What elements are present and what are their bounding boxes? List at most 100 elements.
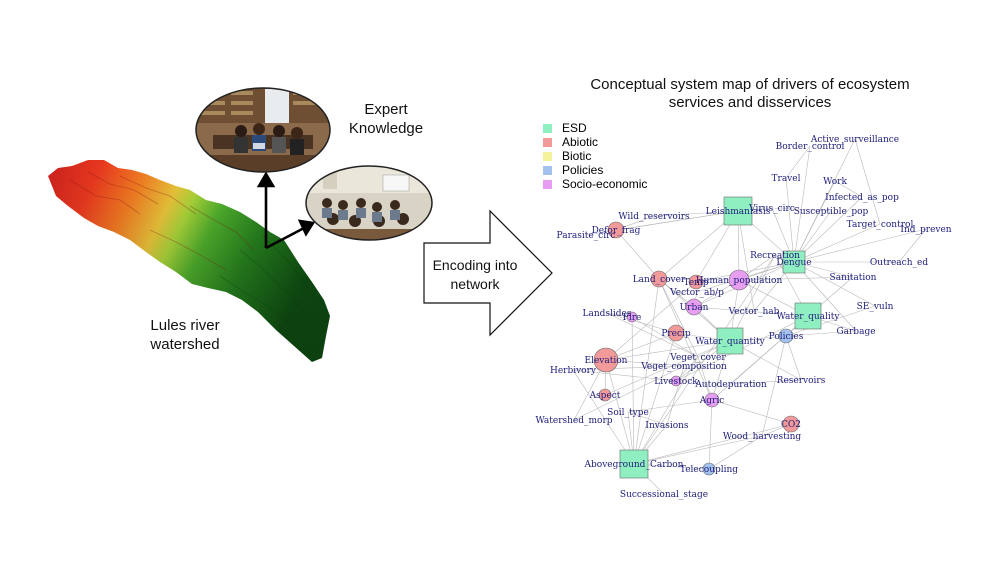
watershed-terrain-map	[48, 160, 330, 362]
node-livestock	[670, 375, 682, 387]
network-edge	[834, 180, 863, 198]
node-water-quality-top	[794, 302, 822, 330]
node-label-vector-ab: Vector_ab/p	[669, 288, 724, 298]
encoding-label: Encoding into network	[432, 257, 518, 292]
node-label-recreation: Recreation	[750, 251, 800, 261]
node-precip	[667, 324, 685, 342]
node-label-veget-cover: Veget_cover	[669, 353, 726, 363]
node-label-livestock: Livestock	[654, 377, 698, 387]
node-label-wood-harvesting: Wood_harvesting	[723, 432, 802, 442]
node-label-agric: Agric	[699, 396, 724, 406]
network-edge	[633, 435, 763, 465]
node-label-wild-reservoirs: Wild_reservoirs	[618, 212, 690, 222]
node-elevation	[593, 347, 619, 373]
node-label-land-cover: Land_cover	[633, 275, 686, 285]
node-label-se-vuln: SE_vuln	[857, 302, 894, 312]
network-edge	[785, 145, 811, 179]
network-edge	[572, 369, 677, 382]
expert-knowledge-label: Expert Knowledge	[348, 101, 424, 137]
node-label-telecoupling: Telecoupling	[680, 465, 738, 475]
node-label-precip: Precip	[661, 329, 691, 339]
network-edge	[785, 305, 876, 337]
node-label-virus-circ: Virus_circ	[748, 204, 795, 214]
network-edge	[606, 312, 677, 334]
node-label-parasite-circ: Parasite_circ	[557, 231, 616, 241]
node-human-population	[728, 269, 750, 291]
node-label-herbivory: Herbivory	[550, 366, 597, 376]
expert-meeting-photo-1	[195, 87, 331, 173]
network-edge	[793, 196, 863, 263]
arrow-right-head	[297, 219, 316, 237]
legend-label: Abiotic	[562, 135, 599, 149]
node-label-soil-type: Soil_type	[607, 408, 649, 418]
network-edge	[606, 312, 699, 358]
network-edge	[793, 223, 881, 263]
terrain-ridges	[69, 171, 255, 271]
network-edge	[675, 356, 699, 382]
network-edge	[631, 316, 635, 465]
network-edge	[898, 228, 927, 263]
arrow-right-line	[265, 225, 307, 250]
network-edge	[633, 356, 699, 465]
node-dengue	[782, 250, 806, 274]
node-label-garbage: Garbage	[836, 327, 875, 337]
node-label-successional-stage: Successional_stage	[620, 490, 708, 500]
encoding-arrow	[423, 209, 553, 337]
node-label-aspect: Aspect	[589, 391, 621, 401]
knowledge-arrows	[256, 171, 316, 250]
legend-label: Policies	[562, 163, 604, 177]
node-aspect	[598, 388, 612, 402]
legend-swatch-policies	[543, 165, 552, 175]
node-label-reservoirs: Reservoirs	[777, 376, 826, 386]
network-edge	[708, 435, 763, 470]
node-aboveground-carbon	[619, 449, 649, 479]
node-co2	[782, 415, 800, 433]
network-edge	[658, 278, 699, 358]
node-agric	[704, 392, 720, 408]
node-label-landslides: Landslides	[583, 309, 632, 319]
node-label-sanitation: Sanitation	[830, 273, 877, 283]
network-edge	[697, 356, 713, 401]
node-label-ind-preven: Ind_preven	[900, 225, 951, 235]
network-edge	[793, 180, 836, 263]
node-label-vector-hab: Vector_hab	[728, 307, 780, 317]
network-edge	[711, 315, 809, 401]
network-edge	[633, 278, 660, 465]
legend-swatch-socio-economic	[543, 179, 552, 189]
network-edge	[605, 332, 677, 361]
network-edge	[793, 261, 857, 332]
node-label-aboveground-carbon: Aboveground_Carbon	[584, 460, 684, 470]
node-fire	[626, 311, 638, 323]
legend-label: Biotic	[562, 149, 592, 163]
watershed-label: Lules river watershed	[150, 317, 220, 353]
expert-meeting-photo-2	[305, 165, 433, 241]
node-label-susceptible-pop: Susceptible_pop	[794, 207, 869, 217]
node-label-urban: Urban	[680, 303, 709, 313]
node-telecoupling	[702, 462, 716, 476]
node-urban	[685, 298, 703, 316]
node-label-border-control: Border_control	[776, 142, 845, 152]
legend-item-esd: ESD	[543, 121, 587, 135]
network-edge	[572, 369, 635, 465]
node-defor-frag	[607, 221, 625, 239]
node-policies	[778, 328, 794, 344]
network-edge	[633, 332, 677, 465]
network-edge	[854, 138, 881, 225]
legend-label: Socio-economic	[562, 177, 648, 191]
node-label-elevation: Elevation	[585, 356, 628, 366]
network-edge	[761, 335, 787, 437]
node-label-water-quantity: Water_quantity	[695, 337, 765, 347]
network-edge	[605, 281, 697, 361]
network-edge	[666, 365, 685, 426]
legend-item-policies: Policies	[543, 163, 603, 177]
node-label-infected-as-pop: Infected_as_pop	[825, 193, 899, 203]
network-edge	[605, 359, 685, 367]
node-label-leishmaniasis: Leishmaniasis	[706, 207, 771, 217]
network-edge	[785, 177, 795, 263]
network-edge	[729, 254, 776, 342]
network-edges	[572, 138, 927, 495]
node-water-quantity	[716, 327, 744, 355]
node-label-watershed-morp: Watershed_morp	[535, 416, 612, 426]
